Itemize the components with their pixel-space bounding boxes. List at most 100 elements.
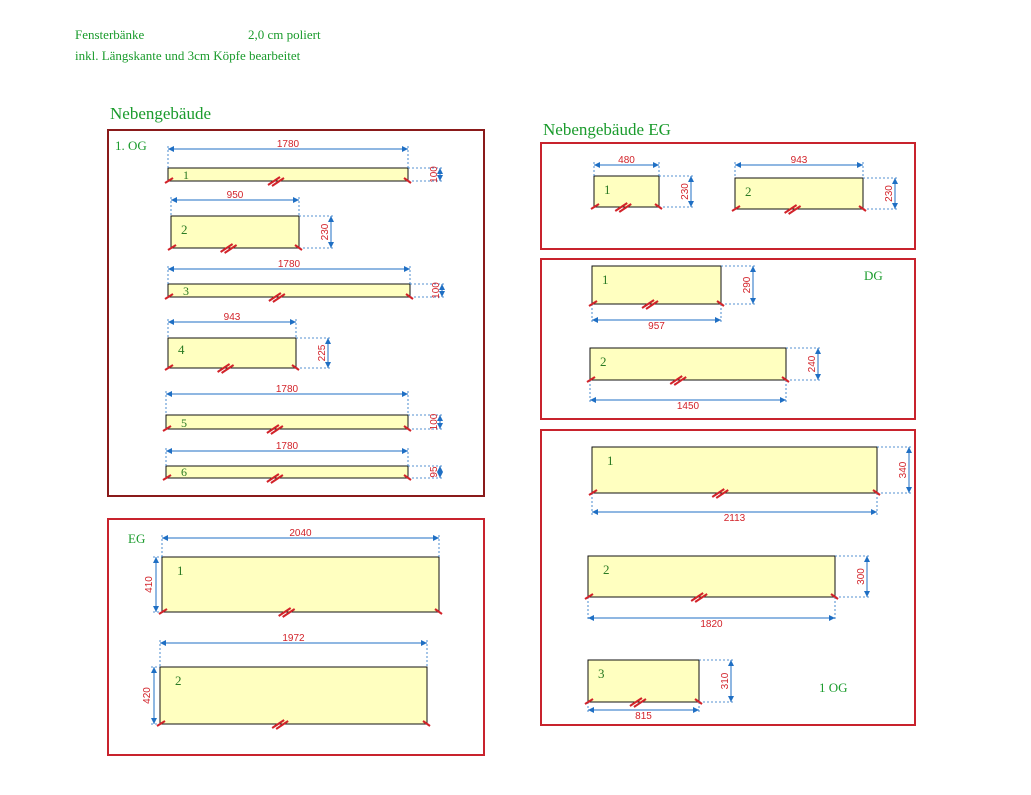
- edge-mark-right-og1-slab-2: [294, 244, 303, 251]
- edge-mark-left-og1-slab-1: [164, 177, 174, 184]
- depth-label-og1_right-slab-1: 340: [898, 461, 909, 478]
- depth-label-eg_left-slab-2: 420: [142, 687, 153, 704]
- edge-mark-mid-a-og1-slab-3: [268, 292, 282, 302]
- edge-mark-right-dg-slab-2: [781, 376, 790, 383]
- slab-number-eg_left-slab-2: 2: [175, 673, 182, 688]
- edge-mark-right-og1-slab-3: [405, 293, 414, 300]
- frame-dg: [540, 258, 916, 420]
- length-dim-arrow-right-og1-slab-3: [404, 266, 410, 272]
- length-dim-arrow-right-og1_right-slab-1: [871, 509, 877, 515]
- edge-mark-right-og1-slab-6: [403, 474, 412, 481]
- depth-dim-arrow-bottom-eg_right-slab-1: [688, 201, 694, 207]
- slab-number-eg_right-slab-2: 2: [745, 184, 752, 199]
- length-dim-arrow-left-og1_right-slab-3: [588, 707, 594, 713]
- edge-mark-left-og1-slab-2: [167, 244, 177, 251]
- edge-mark-mid-b-eg_right-slab-1: [618, 203, 632, 213]
- edge-mark-right-og1_right-slab-3: [694, 698, 703, 705]
- length-dim-arrow-right-dg-slab-1: [715, 317, 721, 323]
- edge-mark-mid-a-eg_right-slab-2: [784, 204, 798, 214]
- length-dim-arrow-right-og1-slab-2: [293, 197, 299, 203]
- edge-mark-mid-b-eg_right-slab-2: [788, 205, 802, 215]
- length-dim-arrow-right-og1-slab-6: [402, 448, 408, 454]
- group-label-og1-right: 1 OG: [819, 680, 848, 695]
- edge-mark-left-eg_right-slab-2: [731, 205, 741, 212]
- edge-mark-left-og1-slab-4: [164, 364, 174, 371]
- edge-mark-mid-b-og1-slab-6: [270, 474, 284, 484]
- length-dim-arrow-left-dg-slab-1: [592, 317, 598, 323]
- edge-mark-mid-b-og1-slab-2: [224, 244, 238, 254]
- edge-mark-mid-a-og1-slab-2: [220, 243, 234, 253]
- depth-dim-arrow-top-og1_right-slab-3: [728, 660, 734, 666]
- frame-eg-right: [540, 142, 916, 250]
- length-label-og1_right-slab-2: 1820: [700, 619, 723, 630]
- slab-og1-slab-5: [165, 414, 409, 430]
- slab-og1_right-slab-1: [591, 446, 878, 494]
- depth-label-og1-slab-1: 100: [429, 166, 440, 183]
- edge-mark-left-og1_right-slab-3: [584, 698, 594, 705]
- depth-label-og1-slab-2: 230: [320, 223, 331, 240]
- edge-mark-mid-a-eg_left-slab-2: [271, 719, 285, 729]
- slab-number-og1-slab-6: 6: [181, 465, 187, 479]
- edge-mark-mid-b-og1-slab-3: [272, 293, 286, 303]
- depth-dim-arrow-top-dg-slab-1: [750, 266, 756, 272]
- depth-label-og1_right-slab-3: 310: [720, 672, 731, 689]
- edge-mark-mid-b-og1-slab-1: [271, 177, 285, 187]
- edge-mark-mid-a-dg-slab-2: [669, 375, 683, 385]
- slab-og1-slab-3: [167, 283, 411, 298]
- header-line2: inkl. Längskante und 3cm Köpfe bearbeite…: [75, 48, 301, 63]
- depth-dim-arrow-bottom-og1-slab-1: [437, 175, 443, 181]
- edge-mark-right-eg_left-slab-2: [422, 720, 431, 727]
- right-section-title: Nebengebäude EG: [543, 120, 671, 139]
- edge-mark-right-og1-slab-4: [291, 364, 300, 371]
- length-label-dg-slab-1: 957: [648, 321, 665, 332]
- length-dim-arrow-right-og1_right-slab-3: [693, 707, 699, 713]
- edge-mark-right-dg-slab-1: [716, 300, 725, 307]
- edge-mark-mid-b-eg_left-slab-1: [282, 608, 296, 618]
- frame-og1-right: [540, 429, 916, 726]
- group-label-og1: 1. OG: [115, 138, 147, 153]
- length-dim-arrow-left-eg_right-slab-1: [594, 162, 600, 168]
- length-dim-arrow-right-og1-slab-4: [290, 319, 296, 325]
- depth-label-og1-slab-6: 95: [429, 466, 440, 478]
- slab-number-og1-slab-5: 5: [181, 416, 187, 430]
- depth-dim-arrow-bottom-eg_left-slab-1: [153, 606, 159, 612]
- length-dim-arrow-right-eg_right-slab-2: [857, 162, 863, 168]
- depth-dim-arrow-bottom-og1-slab-4: [325, 362, 331, 368]
- depth-dim-arrow-top-og1-slab-1: [437, 168, 443, 174]
- edge-mark-mid-a-og1_right-slab-3: [629, 697, 643, 707]
- depth-dim-arrow-bottom-og1-slab-2: [328, 242, 334, 248]
- length-dim-arrow-left-eg_left-slab-1: [162, 535, 168, 541]
- edge-mark-mid-a-og1-slab-6: [266, 473, 280, 483]
- depth-label-og1-slab-5: 100: [429, 413, 440, 430]
- length-label-og1_right-slab-1: 2113: [724, 513, 746, 524]
- slab-number-og1_right-slab-1: 1: [607, 453, 614, 468]
- length-dim-arrow-left-og1-slab-5: [166, 391, 172, 397]
- length-dim-arrow-left-og1_right-slab-2: [588, 615, 594, 621]
- slab-og1-slab-4: [167, 337, 297, 369]
- slab-number-og1_right-slab-2: 2: [603, 562, 610, 577]
- edge-mark-left-eg_left-slab-2: [156, 720, 166, 727]
- length-dim-arrow-right-og1_right-slab-2: [829, 615, 835, 621]
- edge-mark-left-og1-slab-5: [162, 425, 172, 432]
- depth-dim-arrow-top-eg_right-slab-1: [688, 176, 694, 182]
- header-line1-spec: 2,0 cm poliert: [248, 27, 321, 42]
- depth-dim-arrow-bottom-og1_right-slab-1: [906, 487, 912, 493]
- slab-dg-slab-2: [589, 347, 787, 381]
- length-dim-arrow-left-eg_right-slab-2: [735, 162, 741, 168]
- length-dim-arrow-left-dg-slab-2: [590, 397, 596, 403]
- edge-mark-mid-b-dg-slab-1: [645, 300, 659, 310]
- header-line1-label: Fensterbänke: [75, 27, 145, 42]
- depth-dim-arrow-bottom-eg_right-slab-2: [892, 203, 898, 209]
- depth-dim-arrow-top-og1-slab-5: [437, 415, 443, 421]
- edge-mark-left-eg_left-slab-1: [158, 608, 168, 615]
- edge-mark-mid-a-og1-slab-5: [266, 424, 280, 434]
- frame-eg-left: [107, 518, 485, 756]
- left-section-title: Nebengebäude: [110, 104, 212, 123]
- depth-label-og1-slab-4: 225: [317, 344, 328, 361]
- slab-number-dg-slab-2: 2: [600, 354, 607, 369]
- edge-mark-mid-b-og1-slab-4: [221, 364, 235, 374]
- edge-mark-mid-a-eg_right-slab-1: [614, 202, 628, 212]
- depth-dim-arrow-top-eg_right-slab-2: [892, 178, 898, 184]
- edge-mark-mid-a-dg-slab-1: [641, 299, 655, 309]
- slab-number-og1-slab-3: 3: [183, 284, 189, 298]
